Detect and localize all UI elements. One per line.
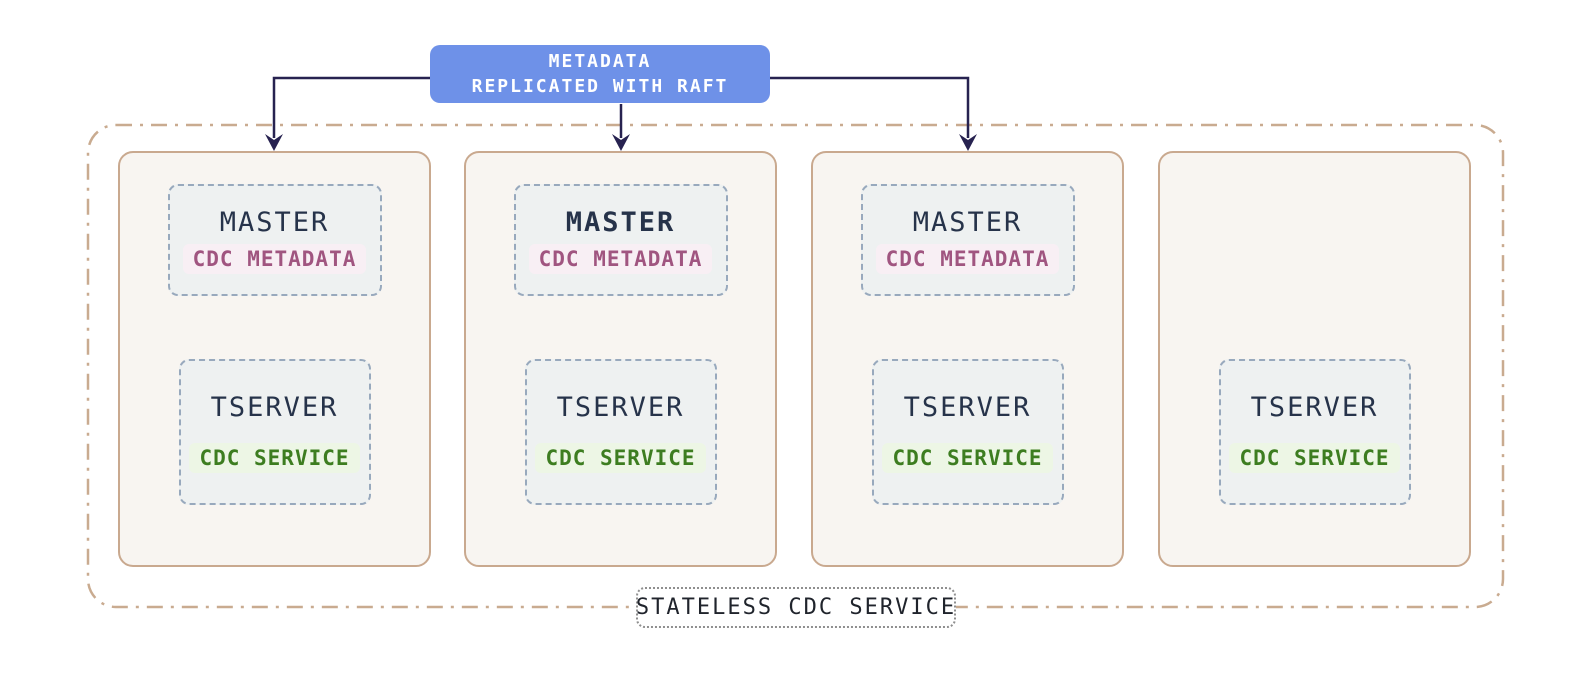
metadata-raft-banner: METADATA REPLICATED WITH RAFT <box>430 45 770 103</box>
arrow-to-node1 <box>272 76 430 138</box>
node-1-tserver: TSERVER CDC SERVICE <box>178 359 371 505</box>
cdc-metadata-badge: CDC METADATA <box>182 243 367 274</box>
node-4-tserver: TSERVER CDC SERVICE <box>1218 359 1411 505</box>
tserver-title: TSERVER <box>903 391 1032 423</box>
arrow-to-node3 <box>770 76 970 138</box>
node-2: MASTER CDC METADATA TSERVER CDC SERVICE <box>464 151 777 567</box>
tserver-title: TSERVER <box>210 391 339 423</box>
arrowhead-node1 <box>265 134 283 151</box>
cluster-label-text: STATELESS CDC SERVICE <box>635 595 957 620</box>
tserver-title: TSERVER <box>556 391 685 423</box>
stateless-cdc-service-label: STATELESS CDC SERVICE <box>636 587 956 628</box>
node-4: TSERVER CDC SERVICE <box>1158 151 1471 567</box>
node-3-master: MASTER CDC METADATA <box>860 184 1075 296</box>
master-title: MASTER <box>219 206 330 238</box>
node-2-tserver: TSERVER CDC SERVICE <box>524 359 717 505</box>
master-title: MASTER <box>912 206 1023 238</box>
cdc-service-badge: CDC SERVICE <box>189 442 360 473</box>
tserver-title: TSERVER <box>1250 391 1379 423</box>
master-title: MASTER <box>565 206 676 238</box>
node-1: MASTER CDC METADATA TSERVER CDC SERVICE <box>118 151 431 567</box>
arrowhead-node3 <box>959 134 977 151</box>
node-3: MASTER CDC METADATA TSERVER CDC SERVICE <box>811 151 1124 567</box>
arrowhead-node2 <box>612 134 630 151</box>
cdc-service-badge: CDC SERVICE <box>535 442 706 473</box>
node-3-tserver: TSERVER CDC SERVICE <box>871 359 1064 505</box>
node-1-master: MASTER CDC METADATA <box>167 184 382 296</box>
cdc-service-badge: CDC SERVICE <box>882 442 1053 473</box>
cdc-metadata-badge: CDC METADATA <box>528 243 713 274</box>
cdc-metadata-badge: CDC METADATA <box>875 243 1060 274</box>
node-2-master-leader: MASTER CDC METADATA <box>513 184 728 296</box>
cdc-service-badge: CDC SERVICE <box>1229 442 1400 473</box>
banner-line-2: REPLICATED WITH RAFT <box>471 76 729 97</box>
banner-line-1: METADATA <box>548 50 652 72</box>
